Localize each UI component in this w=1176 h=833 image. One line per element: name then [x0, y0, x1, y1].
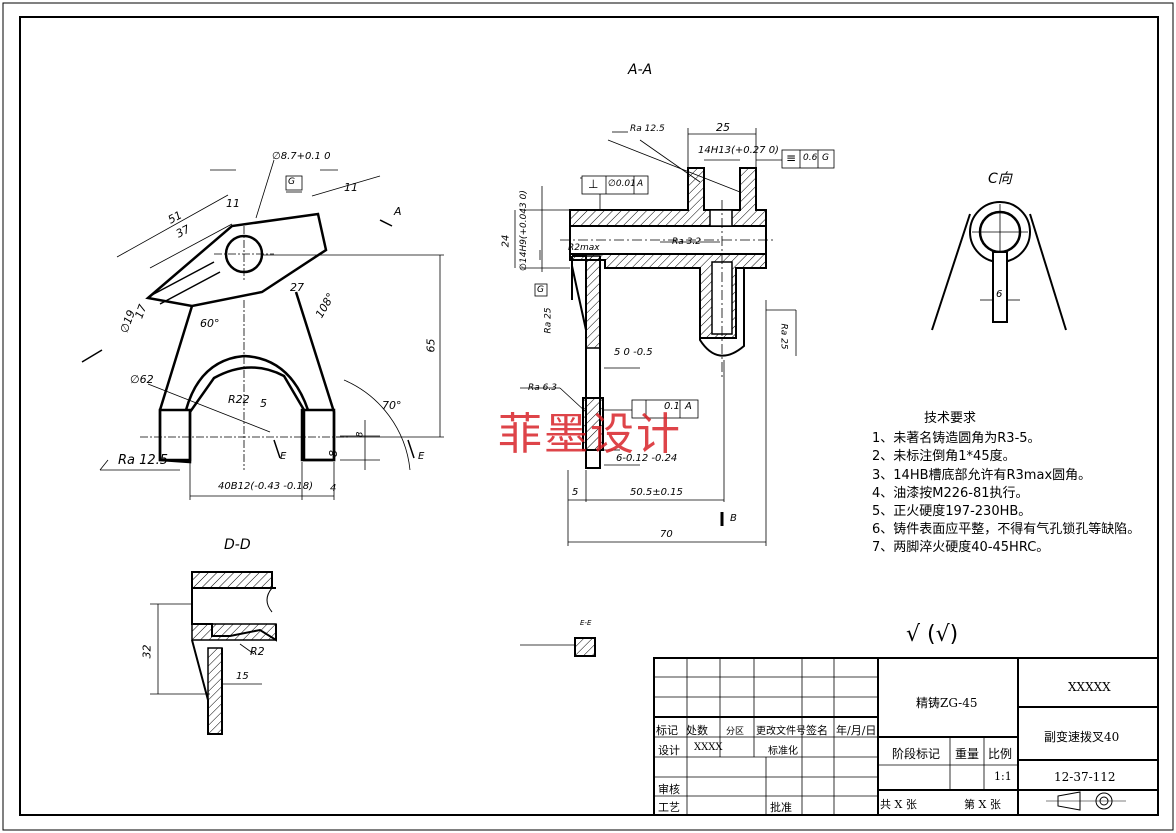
- tb-scale-value: 1:1: [994, 770, 1012, 783]
- dim-6-tol: 6-0.12 -0.24: [616, 453, 678, 464]
- perpendicularity-datum: A: [637, 179, 644, 189]
- section-aa-label: A-A: [628, 62, 653, 78]
- tb-weight: 重量: [955, 747, 980, 761]
- parallelism-value: 0.1: [664, 401, 680, 412]
- roughness-ra125-top: Ra 12.5: [630, 124, 665, 134]
- tb-sign: 签名: [806, 724, 828, 737]
- tech-title: 技术要求: [924, 411, 977, 426]
- dim-14h13: 14H13(+0.27 0): [698, 145, 779, 156]
- tb-process: 工艺: [658, 801, 680, 814]
- symmetry-value: 0.6: [803, 153, 818, 163]
- dim-15: 15: [236, 671, 249, 682]
- section-dd-label: D-D: [224, 537, 251, 553]
- section-ee-view: [520, 637, 596, 657]
- dim-70: 70: [660, 529, 673, 540]
- section-ee-label: E-E: [580, 619, 592, 627]
- parallelism-datum: A: [685, 401, 692, 412]
- tb-zone: 分区: [726, 727, 745, 737]
- angle-60: 60°: [200, 317, 220, 330]
- perpendicularity-symbol: ⊥: [588, 177, 599, 191]
- front-view: [81, 159, 444, 500]
- tb-mark: 标记: [656, 724, 678, 737]
- dim-65: 65: [424, 338, 438, 353]
- section-arrow-e1: E: [280, 451, 287, 462]
- tb-date: 年/月/日: [836, 724, 877, 737]
- tb-change-doc: 更改文件号: [756, 726, 806, 737]
- dim-62: ∅62: [130, 373, 154, 386]
- section-dd-view: [150, 571, 277, 735]
- inner-border: [19, 16, 1159, 816]
- tech-item: 7、两脚淬火硬度40-45HRC。: [872, 540, 1050, 556]
- dim-5-tol: 5 0 -0.5: [614, 347, 653, 358]
- tech-item: 2、未标注倒角1*45度。: [872, 449, 1016, 465]
- symmetry-datum: G: [822, 153, 829, 163]
- tb-approve: 批准: [770, 801, 792, 814]
- view-c-label: C向: [988, 171, 1012, 187]
- section-aa-view: [514, 128, 835, 546]
- tb-count: 处数: [686, 724, 708, 737]
- tb-part-name: 副变速拨叉40: [1044, 730, 1120, 744]
- roughness-general-symbol: √ (√): [906, 622, 959, 647]
- dim-6-c: 6: [996, 289, 1003, 300]
- view-c: [931, 201, 1067, 331]
- dim-8-bottom: 8: [327, 450, 340, 457]
- dim-5-front: 5: [260, 397, 267, 410]
- tb-design: 设计: [658, 744, 680, 757]
- dim-4: 4: [330, 483, 337, 494]
- tb-company: XXXXX: [1068, 680, 1111, 694]
- dim-24: 24: [500, 234, 512, 248]
- roughness-ra125-left: Ra 12.5: [118, 453, 169, 468]
- roughness-ra25-side: Ra 25: [543, 307, 554, 334]
- tb-stage: 阶段标记: [892, 747, 941, 761]
- tech-item: 1、未著名铸造圆角为R3-5。: [872, 431, 1041, 447]
- section-arrow-b: B: [730, 513, 737, 524]
- perpendicularity-value: ∅0.01: [608, 179, 636, 189]
- tb-total-sheets: 共 X 张: [880, 798, 917, 811]
- dim-40b12: 40B12(-0.43 -0.18): [218, 481, 314, 492]
- roughness-ra63: Ra 6.3: [528, 383, 557, 393]
- datum-g-front: G: [288, 177, 295, 187]
- tb-scale: 比例: [988, 747, 1013, 761]
- tech-item: 3、14HB槽底部允许有R3max圆角。: [872, 467, 1092, 483]
- roughness-ra25-right: Ra 25: [778, 323, 789, 350]
- radius-2max: R2max: [568, 243, 600, 253]
- dim-32: 32: [140, 644, 154, 659]
- tb-sheet-no: 第 X 张: [964, 798, 1001, 811]
- roughness-ra32: Ra 3.2: [672, 237, 701, 247]
- radius-2: R2: [250, 645, 265, 658]
- dim-8-top: 8: [355, 431, 366, 438]
- angle-70: 70°: [382, 399, 402, 412]
- dim-27: 27: [290, 281, 304, 294]
- tech-item: 5、正火硬度197-230HB。: [872, 504, 1032, 520]
- radius-22: R22: [228, 393, 250, 406]
- tb-standard: 标准化: [768, 746, 798, 757]
- dim-hole-d87: ∅8.7+0.1 0: [272, 151, 331, 162]
- dim-14h9: ∅14H9(+0.043 0): [518, 190, 529, 271]
- section-arrow-a: A: [394, 205, 402, 218]
- tb-material: 精铸ZG-45: [916, 696, 978, 710]
- datum-g-aa: G: [537, 285, 544, 295]
- dim-50-5: 50.5±0.15: [630, 487, 683, 498]
- dim-25: 25: [716, 121, 730, 134]
- tb-designer: XXXX: [694, 742, 723, 753]
- dim-11a: 11: [226, 197, 240, 210]
- tech-item: 4、油漆按M226-81执行。: [872, 485, 1029, 501]
- tb-drawing-no: 12-37-112: [1054, 770, 1116, 784]
- section-arrow-e2: E: [418, 451, 425, 462]
- dim-5-bottom: 5: [572, 487, 579, 498]
- title-block-lines: [653, 657, 1159, 816]
- symmetry-symbol: ≡: [786, 151, 797, 165]
- dim-11b: 11: [344, 181, 358, 194]
- technical-requirements: 技术要求 1、未著名铸造圆角为R3-5。 2、未标注倒角1*45度。 3、14H…: [872, 410, 1140, 558]
- tech-item: 6、铸件表面应平整，不得有气孔锁孔等缺陷。: [872, 522, 1141, 538]
- watermark: 菲墨设计: [498, 409, 682, 460]
- tb-review: 审核: [658, 783, 680, 796]
